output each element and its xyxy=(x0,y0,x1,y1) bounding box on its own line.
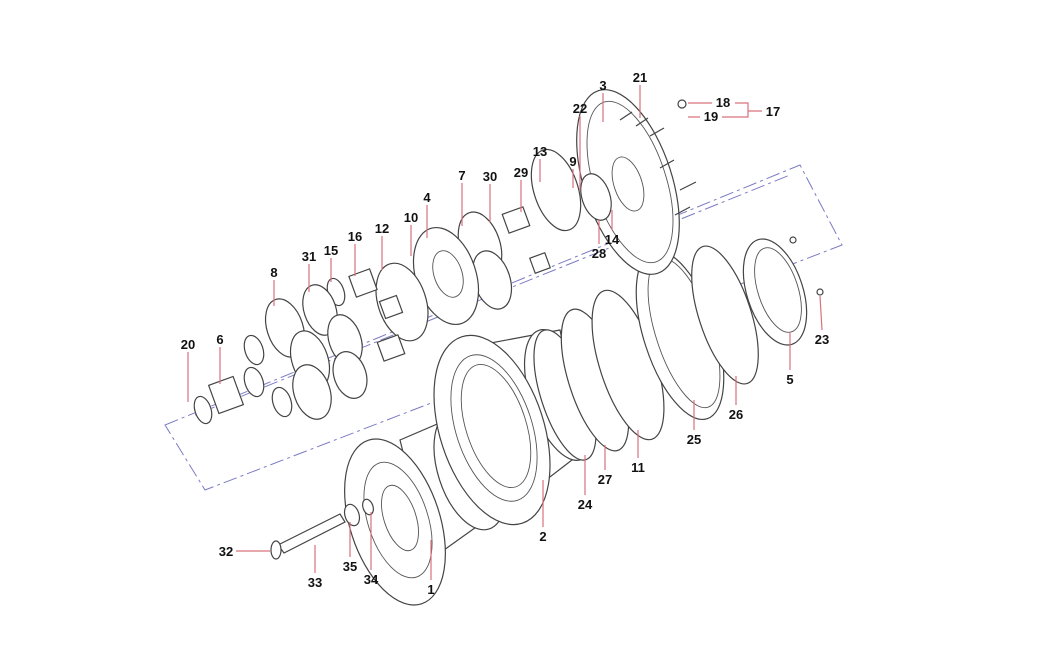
part-label-6: 6 xyxy=(216,332,223,347)
part-label-27: 27 xyxy=(598,472,612,487)
part-label-31: 31 xyxy=(302,249,316,264)
part-label-34: 34 xyxy=(364,572,379,587)
part-label-28: 28 xyxy=(592,246,606,261)
leader-bracket-17 xyxy=(688,102,762,118)
part-label-4: 4 xyxy=(423,190,431,205)
part-label-18: 18 xyxy=(716,95,730,110)
part-label-32: 32 xyxy=(219,544,233,559)
part-label-3: 3 xyxy=(599,78,606,93)
part-label-12: 12 xyxy=(375,221,389,236)
assembly-boundary xyxy=(164,164,843,491)
part-label-1: 1 xyxy=(427,582,434,597)
part-carrier xyxy=(375,148,612,342)
part-label-29: 29 xyxy=(514,165,528,180)
part-label-15: 15 xyxy=(324,243,338,258)
leader-line-23 xyxy=(819,295,823,331)
part-label-19: 19 xyxy=(704,109,718,124)
part-label-14: 14 xyxy=(605,232,620,247)
part-label-17: 17 xyxy=(766,104,780,119)
part-label-23: 23 xyxy=(815,332,829,347)
part-label-26: 26 xyxy=(729,407,743,422)
part-label-20: 20 xyxy=(181,337,195,352)
part-label-21: 21 xyxy=(633,70,647,85)
part-label-9: 9 xyxy=(569,154,576,169)
part-label-35: 35 xyxy=(343,559,357,574)
part-label-33: 33 xyxy=(308,575,322,590)
part-label-5: 5 xyxy=(786,372,793,387)
part-label-2: 2 xyxy=(539,529,546,544)
part-label-11: 11 xyxy=(631,460,645,475)
part-label-8: 8 xyxy=(270,265,277,280)
part-rings xyxy=(533,236,824,461)
part-label-24: 24 xyxy=(578,497,593,512)
part-label-25: 25 xyxy=(687,432,701,447)
part-label-30: 30 xyxy=(483,169,497,184)
part-planet-gears xyxy=(193,268,406,425)
part-label-22: 22 xyxy=(573,101,587,116)
part-label-10: 10 xyxy=(404,210,418,225)
part-label-7: 7 xyxy=(458,168,465,183)
leader-lines xyxy=(187,85,823,580)
part-label-13: 13 xyxy=(533,144,547,159)
part-label-16: 16 xyxy=(348,229,362,244)
